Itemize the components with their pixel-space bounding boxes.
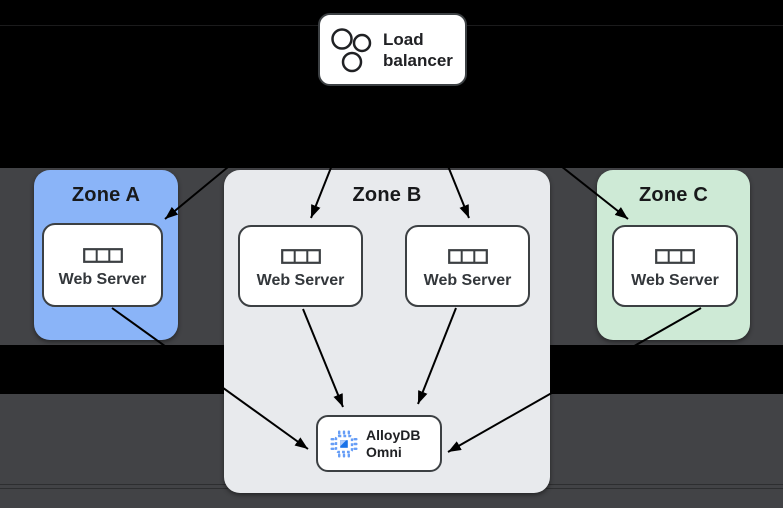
zone-c-web-server-node: Web Server: [612, 225, 738, 307]
load-balancer-label: Load balancer: [383, 29, 453, 70]
zone-c-title: Zone C: [639, 184, 708, 206]
server-icon: [280, 248, 321, 264]
web-server-label: Web Server: [58, 270, 147, 288]
web-server-label: Web Server: [256, 271, 345, 289]
alloydb-omni-node: AlloyDB Omni: [316, 415, 442, 472]
web-server-label: Web Server: [423, 271, 512, 289]
alloydb-omni-label: AlloyDB Omni: [366, 426, 421, 460]
load-balancer-circles-icon: [331, 27, 372, 72]
server-icon: [82, 247, 123, 263]
zone-b-web-server-2-node: Web Server: [405, 225, 530, 307]
zone-b-web-server-1-node: Web Server: [238, 225, 363, 307]
server-icon: [447, 248, 488, 264]
alloydb-chip-icon: [330, 430, 358, 457]
load-balancer-node: Load balancer: [318, 13, 467, 86]
zone-b-title: Zone B: [352, 184, 422, 206]
zone-a-web-server-node: Web Server: [42, 223, 163, 307]
web-server-label: Web Server: [631, 271, 719, 289]
server-icon: [655, 248, 695, 264]
zone-a-title: Zone A: [71, 184, 141, 206]
